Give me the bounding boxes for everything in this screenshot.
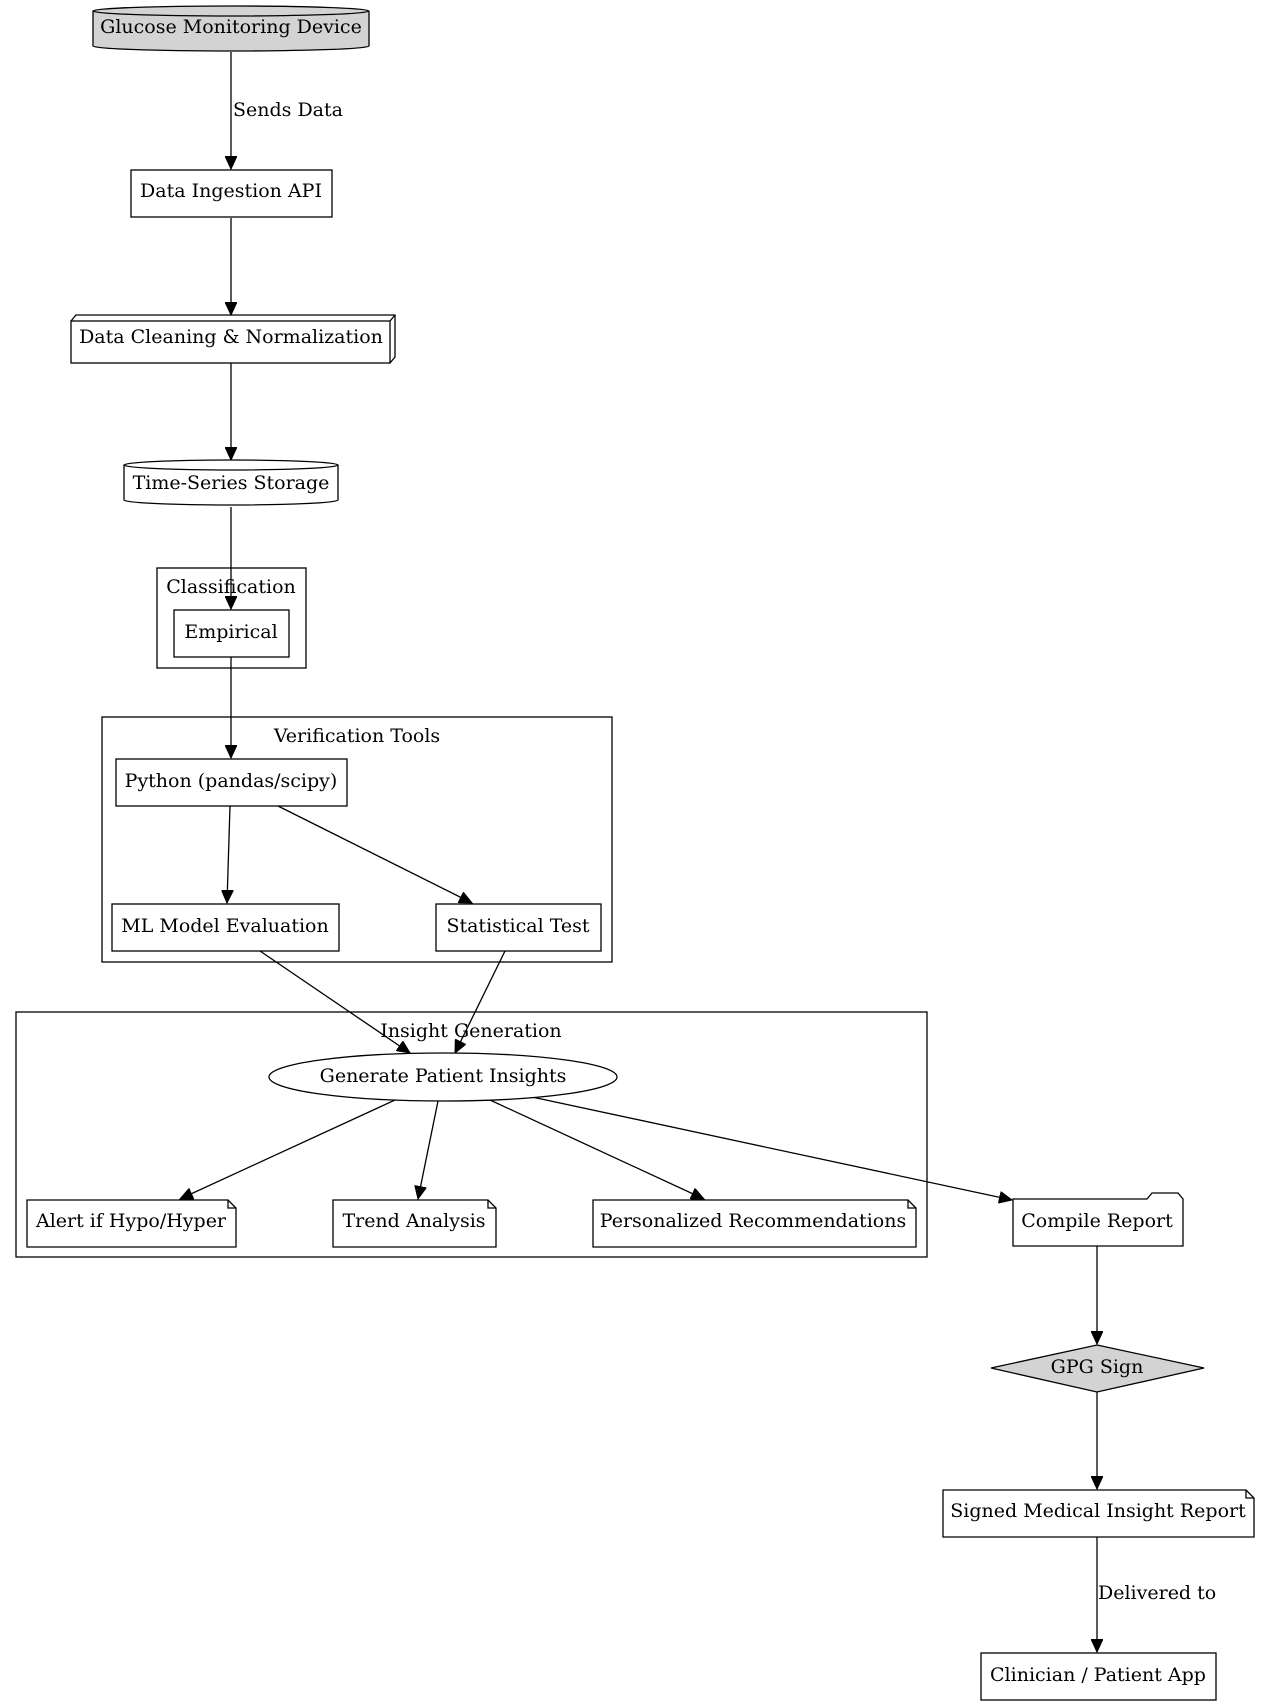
node-data-ingestion-api: Data Ingestion API [130, 169, 333, 218]
node-generate-patient-insights-label: Generate Patient Insights [320, 1065, 567, 1087]
edge-label-delivered-to: Delivered to [1098, 1582, 1216, 1604]
node-personalized-recommendations: Personalized Recommendations [592, 1199, 917, 1248]
node-python: Python (pandas/scipy) [115, 758, 348, 807]
node-glucose-monitoring-device: Glucose Monitoring Device [92, 5, 370, 52]
node-data-cleaning-normalization-label: Data Cleaning & Normalization [79, 326, 383, 348]
edge-python-to-ml-eval [227, 805, 230, 903]
node-empirical-label: Empirical [184, 621, 277, 643]
node-personalized-recommendations-label: Personalized Recommendations [600, 1210, 906, 1232]
edge-ml-eval-to-insights [259, 950, 410, 1053]
node-statistical-test-label: Statistical Test [446, 915, 589, 937]
edge-insights-to-compile [531, 1096, 1012, 1200]
node-clinician-patient-app-label: Clinician / Patient App [990, 1664, 1206, 1686]
node-time-series-storage-label: Time-Series Storage [133, 472, 330, 494]
node-signed-medical-insight-report-label: Signed Medical Insight Report [950, 1500, 1246, 1522]
edge-label-sends-data: Sends Data [233, 99, 343, 121]
node-trend-analysis: Trend Analysis [332, 1199, 497, 1248]
edge-insights-to-recommendations [489, 1099, 704, 1200]
cluster-verification-tools-label: Verification Tools [273, 725, 440, 747]
edge-stat-test-to-insights [454, 950, 506, 1053]
cluster-insight-generation-label: Insight Generation [380, 1020, 561, 1042]
node-compile-report: Compile Report [1012, 1192, 1184, 1247]
node-signed-medical-insight-report: Signed Medical Insight Report [942, 1489, 1255, 1538]
node-data-cleaning-normalization: Data Cleaning & Normalization [70, 314, 396, 364]
node-statistical-test: Statistical Test [435, 903, 602, 952]
node-alert-hypo-hyper: Alert if Hypo/Hyper [26, 1199, 237, 1248]
node-time-series-storage: Time-Series Storage [123, 459, 339, 506]
node-data-ingestion-api-label: Data Ingestion API [140, 180, 322, 202]
node-ml-model-evaluation-label: ML Model Evaluation [121, 915, 329, 937]
node-python-label: Python (pandas/scipy) [125, 770, 338, 792]
node-gpg-sign-label: GPG Sign [1051, 1356, 1144, 1378]
edge-insights-to-alert [180, 1099, 396, 1200]
node-glucose-monitoring-device-label: Glucose Monitoring Device [100, 16, 362, 38]
edges: Sends Data Delivered to [180, 52, 1216, 1652]
node-trend-analysis-label: Trend Analysis [342, 1210, 485, 1232]
edge-python-to-stat-test [277, 805, 472, 904]
node-empirical: Empirical [173, 609, 290, 658]
node-ml-model-evaluation: ML Model Evaluation [111, 903, 340, 952]
node-alert-hypo-hyper-label: Alert if Hypo/Hyper [35, 1210, 227, 1232]
node-compile-report-label: Compile Report [1021, 1210, 1173, 1232]
node-gpg-sign: GPG Sign [990, 1344, 1205, 1393]
node-clinician-patient-app: Clinician / Patient App [980, 1652, 1217, 1701]
edge-insights-to-trend [418, 1100, 439, 1199]
node-generate-patient-insights: Generate Patient Insights [268, 1052, 618, 1102]
